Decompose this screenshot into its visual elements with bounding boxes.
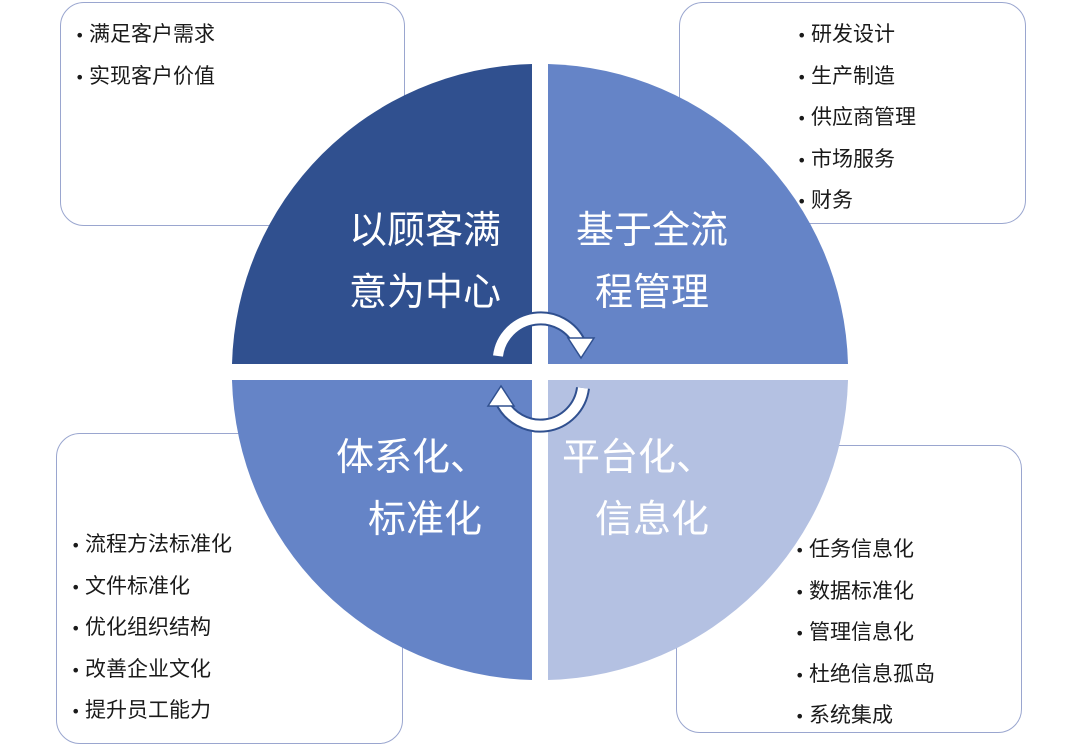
cycle-arrow-bottom-icon [486,384,590,433]
list-item: 市场服务 [797,139,916,181]
list-item: 满足客户需求 [75,14,215,56]
list-item: 管理信息化 [795,612,935,654]
quadrant-bottom-left [232,380,532,680]
quadrant-label-bottom-right-line2: 信息化 [595,497,709,541]
top-left-list: 满足客户需求 实现客户价值 [75,14,215,97]
top-right-list: 研发设计 生产制造 供应商管理 市场服务 财务 [797,14,916,222]
list-item: 流程方法标准化 [71,524,232,566]
list-item: 改善企业文化 [71,649,232,691]
quadrant-bottom-right [548,380,848,680]
quadrant-top-right [548,64,848,364]
list-item: 供应商管理 [797,97,916,139]
list-item: 提升员工能力 [71,690,232,732]
quadrant-label-bottom-left-line1: 体系化、 [336,435,488,479]
list-item: 文件标准化 [71,566,232,608]
list-item: 任务信息化 [795,529,935,571]
list-item: 实现客户价值 [75,56,215,98]
cycle-arrow-top-icon [491,311,596,360]
list-item: 财务 [797,180,916,222]
list-item: 系统集成 [795,695,935,737]
quadrant-label-top-left-line1: 以顾客满 [349,208,501,252]
list-item: 研发设计 [797,14,916,56]
list-item: 数据标准化 [795,571,935,613]
quadrant-top-left [232,64,532,364]
top-left-callout-box: 满足客户需求 实现客户价值 [60,2,405,226]
quadrant-label-top-right-line1: 基于全流 [576,208,728,252]
quadrant-label-bottom-left-line2: 标准化 [368,497,482,541]
list-item: 杜绝信息孤岛 [795,654,935,696]
bottom-right-list: 任务信息化 数据标准化 管理信息化 杜绝信息孤岛 系统集成 [795,529,935,737]
quadrant-label-top-left-line2: 意为中心 [349,270,501,314]
quadrant-label-top-right-line2: 程管理 [595,270,709,314]
list-item: 优化组织结构 [71,607,232,649]
list-item: 生产制造 [797,56,916,98]
bottom-left-list: 流程方法标准化 文件标准化 优化组织结构 改善企业文化 提升员工能力 [71,524,232,732]
quadrant-label-bottom-right-line1: 平台化、 [562,435,714,479]
